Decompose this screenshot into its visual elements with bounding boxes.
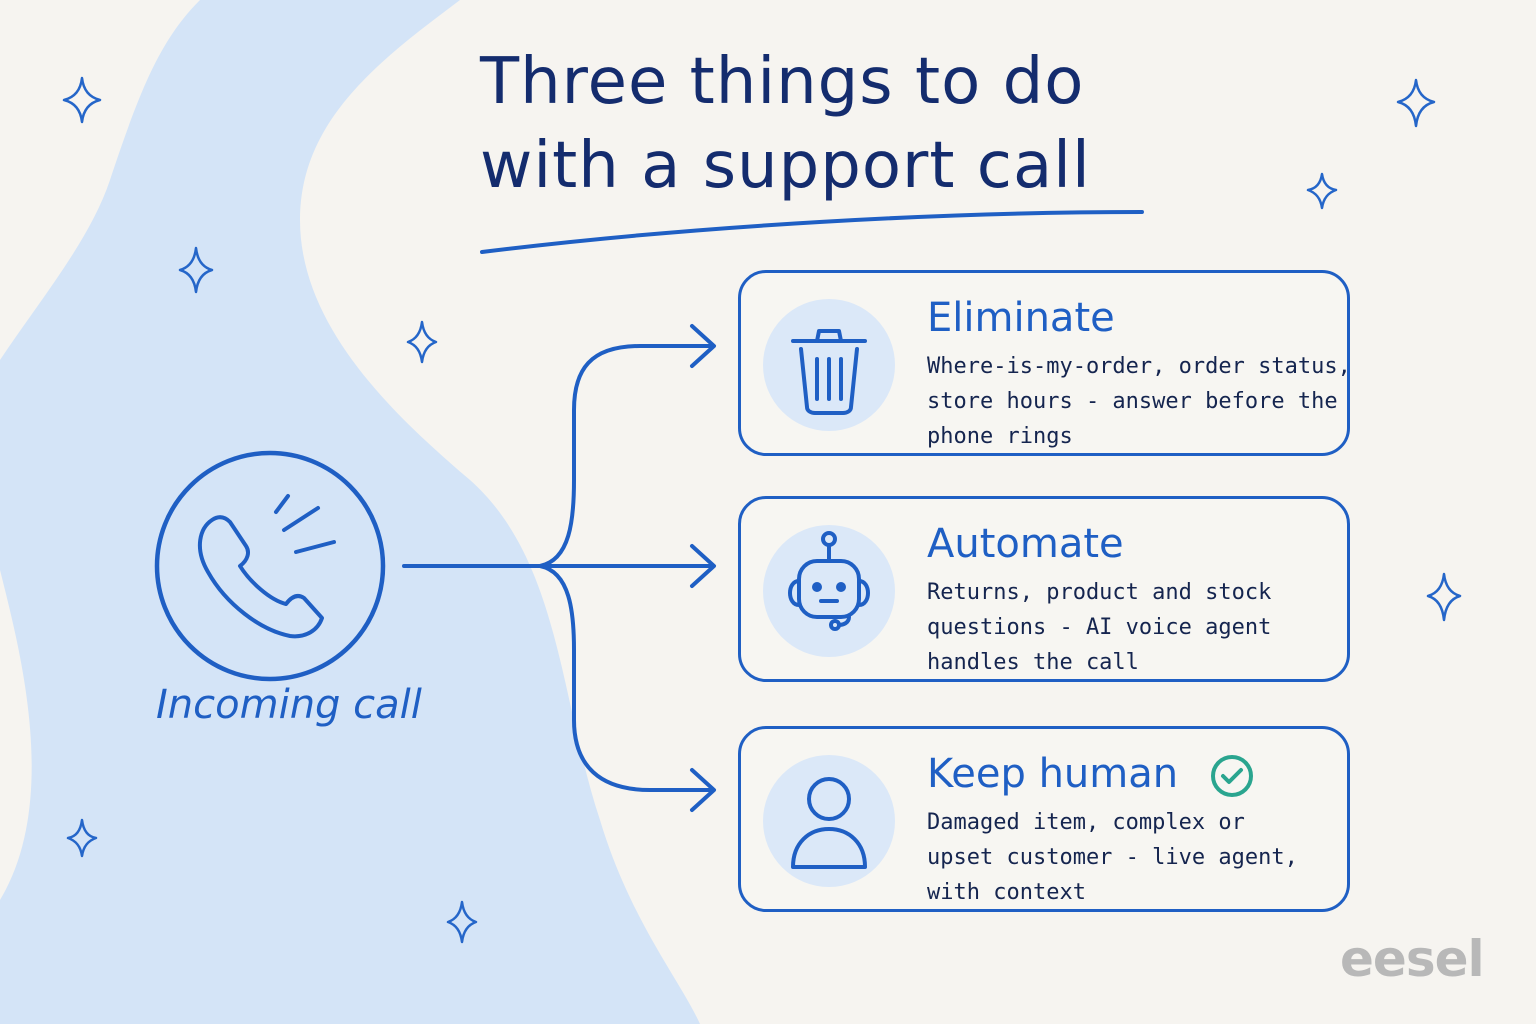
branch-arrows [402,324,716,812]
sparkle-icons [62,76,1462,944]
arrow-to-eliminate [538,344,714,568]
sparkle-icon [406,320,438,364]
robot-icon-circle [763,525,895,657]
card-desc-eliminate: Where-is-my-order, order status, store h… [927,349,1351,454]
page-title: Three things to do with a support call [480,40,1180,208]
arrowhead [690,544,716,588]
check-circle-icon [1210,755,1253,797]
desc-line: Where-is-my-order, order status, [927,354,1351,379]
card-automate: Automate Returns, product and stock ques… [738,496,1350,682]
card-title-automate: Automate [927,521,1124,567]
card-keep-human: Keep human Damaged item, complex or upse… [738,726,1350,912]
card-title-keep-human-text: Keep human [927,751,1179,797]
card-desc-automate: Returns, product and stock questions - A… [927,575,1327,680]
brand-logo: eesel [1340,930,1485,988]
person-icon-circle [763,755,895,887]
desc-line: phone rings [927,424,1073,449]
sparkle-icon [1426,572,1462,622]
desc-line: questions - AI voice agent [927,615,1272,640]
person-icon [791,777,867,869]
desc-line: with context [927,880,1086,905]
phone-icon [197,494,336,639]
card-title-eliminate: Eliminate [927,295,1115,341]
desc-line: handles the call [927,650,1139,675]
arrowhead [690,768,716,812]
title-line-2: with a support call [480,129,1091,203]
arrow-to-keep-human [538,564,714,792]
desc-line: Returns, product and stock [927,580,1272,605]
robot-icon [788,531,870,631]
sparkle-icon [62,76,102,124]
sparkle-icon [1396,78,1436,128]
card-eliminate: Eliminate Where-is-my-order, order statu… [738,270,1351,456]
title-underline [480,210,1144,254]
trash-icon-circle [763,299,895,431]
desc-line: upset customer - live agent, [927,845,1298,870]
sparkle-icon [446,900,478,944]
sparkle-icon [178,246,214,294]
sparkle-icon [1306,172,1338,210]
arrowhead [690,324,716,368]
card-title-keep-human: Keep human [927,751,1255,799]
card-desc-keep-human: Damaged item, complex or upset customer … [927,805,1327,910]
trash-icon [791,329,867,415]
incoming-call-label: Incoming call [156,682,422,728]
sparkle-icon [66,818,98,858]
title-line-1: Three things to do [480,45,1085,119]
incoming-call-circle [154,450,386,682]
desc-line: store hours - answer before the [927,389,1338,414]
desc-line: Damaged item, complex or [927,810,1245,835]
background-wave [0,0,700,1024]
